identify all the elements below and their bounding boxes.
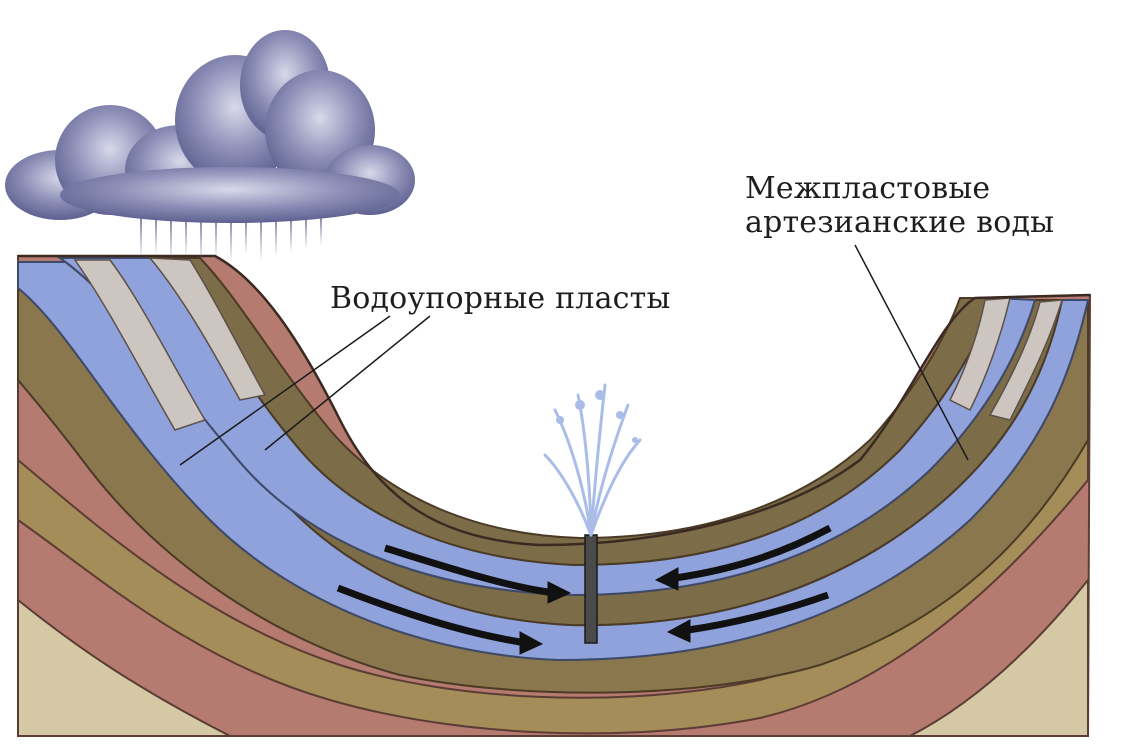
- fountain-icon: [543, 383, 642, 537]
- recharge-zone-right-1: [948, 297, 1011, 412]
- deep-bottom-layer-right: [909, 577, 1089, 737]
- flow-arrow-icon: [336, 524, 832, 655]
- ground-surface-line: [18, 254, 1091, 547]
- artesian-well-icon: [584, 534, 598, 644]
- leader-lines: [179, 244, 969, 466]
- artesian-water-label: Межпластовые артезианские воды: [745, 172, 1054, 240]
- recharge-zone-left-1: [73, 259, 207, 431]
- artesian-label-line1: Межпластовые: [745, 171, 991, 206]
- artesian-label-line2: артезианские воды: [745, 205, 1055, 240]
- recharge-zone-right-2: [988, 299, 1064, 421]
- aquitard-label: Водоупорные пласты: [330, 281, 671, 316]
- rain-cloud-icon: [5, 30, 415, 265]
- deep-bottom-layer: [17, 597, 231, 737]
- recharge-zone-left-2: [148, 257, 267, 401]
